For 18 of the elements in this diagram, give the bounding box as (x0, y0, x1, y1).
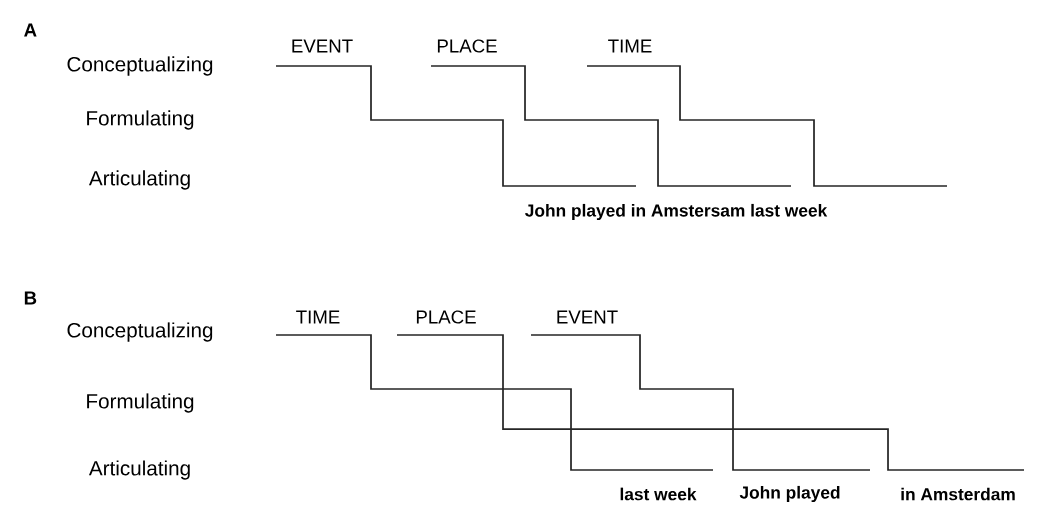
phrase-text: John played (739, 485, 840, 503)
stage-label: PLACE (416, 310, 476, 324)
phrase-text: last week (620, 487, 697, 501)
row-label: Conceptualizing (67, 322, 213, 342)
panel-letter: B (24, 291, 37, 305)
stage-label: PLACE (437, 39, 497, 53)
stage-label: TIME (608, 39, 652, 53)
row-label: Articulating (88, 460, 190, 480)
stage-label: EVENT (292, 39, 353, 53)
panel-letter: A (24, 23, 37, 37)
row-label: Conceptualizing (67, 56, 213, 76)
stage-label: EVENT (557, 310, 618, 324)
row-label: Articulating (88, 170, 190, 190)
row-label: Formulating (87, 110, 194, 130)
phrase-text: in Amsterdam (901, 487, 1015, 501)
stage-label: TIME (296, 310, 340, 324)
sentence-text: John played in Amstersam last week (525, 203, 828, 221)
row-label: Formulating (87, 393, 194, 413)
